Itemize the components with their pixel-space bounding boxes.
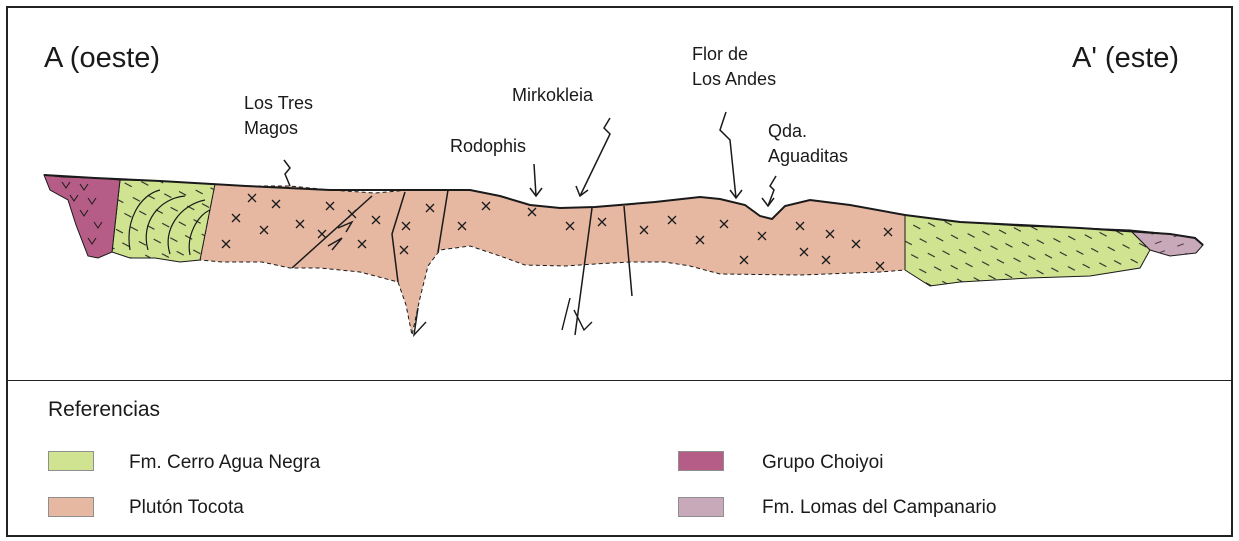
arrow-flor-de-los-andes bbox=[720, 112, 736, 198]
legend-swatch-fm-lomas-del-campanario bbox=[678, 497, 724, 517]
legend-title: Referencias bbox=[48, 398, 160, 422]
legend-label-pluton-tocota: Plutón Tocota bbox=[129, 497, 244, 519]
legend-swatch-fm-cerro-agua-negra bbox=[48, 451, 94, 471]
geologic-cross-section bbox=[0, 0, 1239, 380]
legend-separator bbox=[6, 380, 1233, 381]
legend-label-grupo-choiyoi: Grupo Choiyoi bbox=[762, 452, 883, 474]
arrow-rodophis bbox=[534, 164, 536, 196]
legend-label-fm-cerro-agua-negra: Fm. Cerro Agua Negra bbox=[129, 452, 320, 474]
fm-cerro-agua-negra-west-foliation bbox=[112, 180, 215, 262]
legend-swatch-grupo-choiyoi bbox=[678, 451, 724, 471]
arrow-mirkokleia bbox=[580, 118, 610, 196]
arrow-los-tres-magos bbox=[284, 160, 290, 186]
legend-label-fm-lomas-del-campanario: Fm. Lomas del Campanario bbox=[762, 497, 996, 519]
legend-swatch-pluton-tocota bbox=[48, 497, 94, 517]
